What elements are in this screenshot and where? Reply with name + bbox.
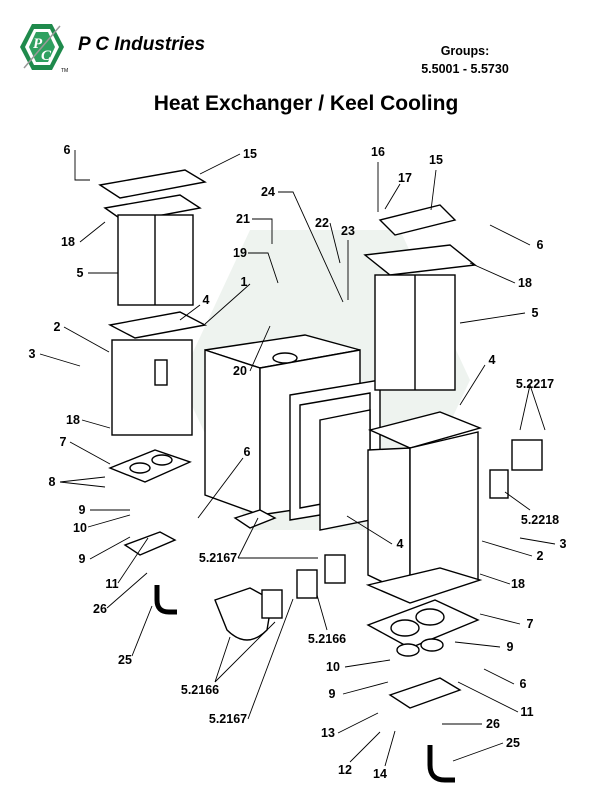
callout-label: 9 [78, 552, 86, 566]
leader-lines [39, 150, 556, 767]
flange-right-bottom [388, 677, 462, 709]
callout-label: 3 [28, 347, 36, 361]
callout-label: 5.2166 [307, 632, 347, 646]
access-plate [319, 409, 371, 531]
callout-label: 25 [118, 653, 132, 667]
callout-label: 17 [398, 171, 412, 185]
callout-label: 9 [328, 687, 336, 701]
callout-label: 4 [488, 353, 496, 367]
callout-label: 6 [243, 445, 251, 459]
callout-label: 22 [315, 216, 329, 230]
callout-label: 11 [105, 577, 119, 591]
callout-label: 6 [63, 143, 71, 157]
adapter-flange-3 [324, 554, 346, 584]
callout-label: 5.2217 [515, 377, 555, 391]
callout-label: 7 [59, 435, 67, 449]
shell-left [111, 339, 193, 436]
callout-label: 16 [371, 145, 385, 159]
callout-label: 14 [373, 767, 387, 781]
callout-label: 5.2167 [208, 712, 248, 726]
callout-label: 12 [338, 763, 352, 777]
gasket-left [107, 311, 208, 339]
callout-label: 9 [506, 640, 514, 654]
callout-label: 18 [511, 577, 525, 591]
callout-label: 15 [429, 153, 443, 167]
gasket-right-bottom [365, 567, 483, 604]
callout-label: 10 [73, 521, 87, 535]
callout-label: 10 [326, 660, 340, 674]
callout-label: 2 [536, 549, 544, 563]
callout-label: 19 [233, 246, 247, 260]
callout-label: 4 [202, 293, 210, 307]
callout-label: 21 [236, 212, 250, 226]
flange-tank [233, 509, 277, 529]
pc-industries-logo: P C [18, 22, 66, 72]
groups-label: Groups: [440, 44, 490, 58]
adapter-flange-2 [296, 569, 318, 599]
elbow-right [427, 745, 455, 783]
callout-label: 18 [66, 413, 80, 427]
svg-text:C: C [41, 48, 52, 64]
callout-label: 24 [261, 185, 275, 199]
callout-label: 23 [341, 224, 355, 238]
callout-label: 8 [48, 475, 56, 489]
logo-trademark: TM [61, 68, 69, 74]
callout-label: 7 [526, 617, 534, 631]
brand-name: P C Industries [78, 34, 206, 55]
callout-label: 5 [76, 266, 84, 280]
callout-label: 11 [520, 705, 534, 719]
flange-left-bottom [123, 531, 177, 556]
page-title: Heat Exchanger / Keel Cooling [153, 92, 459, 115]
callout-label: 26 [93, 602, 107, 616]
callout-label: 2 [53, 320, 61, 334]
groups-info: Groups: 5.5001 - 5.5730 [405, 42, 525, 78]
callout-label: 3 [559, 537, 567, 551]
shell-right-front [367, 447, 411, 597]
callout-label: 5.2167 [198, 551, 238, 565]
callout-label: 26 [486, 717, 500, 731]
callout-label: 15 [243, 147, 257, 161]
callout-label: 25 [506, 736, 520, 750]
callout-label: 13 [321, 726, 335, 740]
flange-5-2217 [511, 439, 543, 471]
callout-label: 18 [61, 235, 75, 249]
adapter-flange-1 [261, 589, 283, 619]
groups-range: 5.5001 - 5.5730 [421, 62, 509, 76]
callout-label: 20 [233, 364, 247, 378]
callout-label: 6 [519, 677, 527, 691]
callout-label: 9 [78, 503, 86, 517]
cover-left [98, 169, 207, 199]
elbow-left [154, 585, 177, 615]
callout-label: 18 [518, 276, 532, 290]
callout-label: 4 [396, 537, 404, 551]
gasket-right [367, 411, 483, 449]
callout-label: 5.2218 [520, 513, 560, 527]
callout-label: 1 [240, 275, 248, 289]
callout-label: 5.2166 [180, 683, 220, 697]
callout-label: 6 [536, 238, 544, 252]
flange-5-2218 [489, 469, 509, 499]
cover-right [378, 204, 457, 236]
callout-label: 5 [531, 306, 539, 320]
svg-text:P: P [33, 36, 43, 52]
